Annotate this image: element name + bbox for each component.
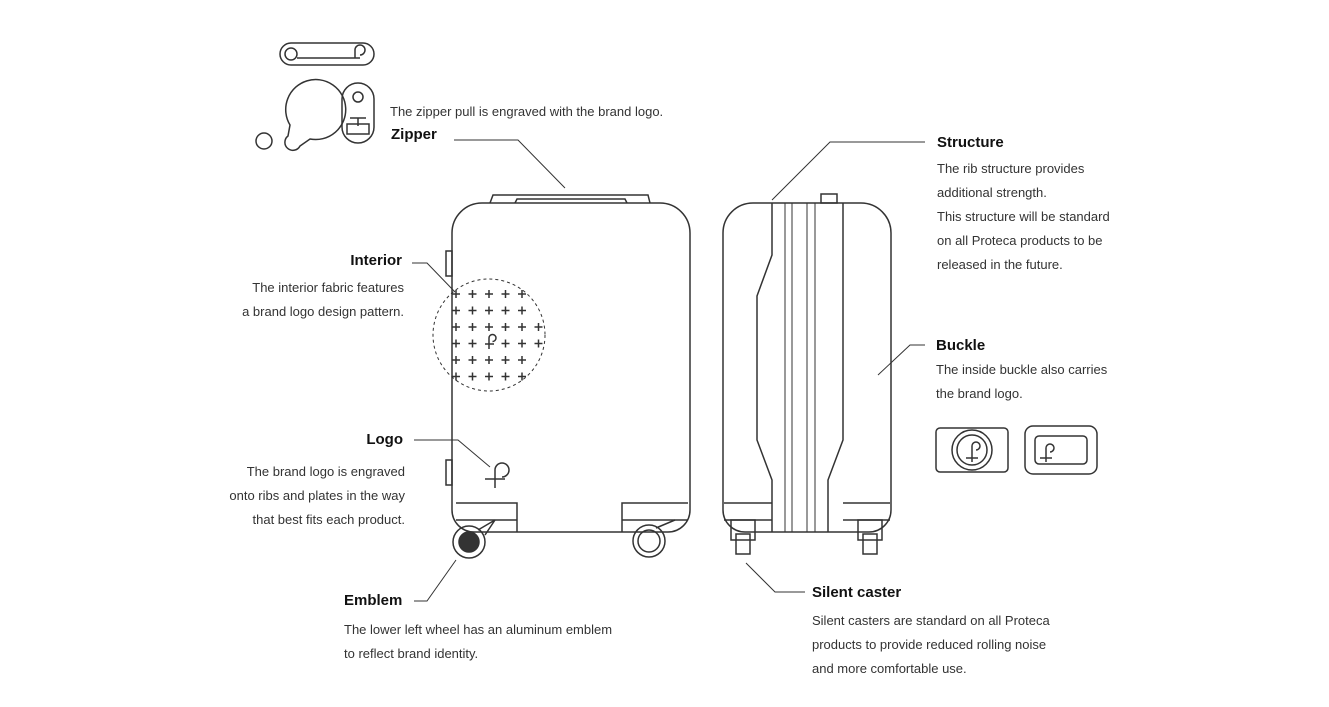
structure-description: The rib structure provides additional str… — [937, 157, 1110, 277]
emblem-title: Emblem — [344, 592, 403, 609]
buckle-title: Buckle — [936, 337, 986, 354]
zipper-pull-icon — [255, 42, 375, 152]
text-line: Silent casters are standard on all Prote… — [812, 613, 1050, 628]
text-line: that best fits each product. — [252, 512, 405, 527]
plus-pattern-mark — [452, 290, 543, 381]
leader-lines — [412, 139, 925, 602]
text-line: The inside buckle also carries — [936, 362, 1108, 377]
interior-description: The interior fabric features a brand logo… — [242, 276, 404, 324]
logo-pattern — [452, 290, 543, 381]
text-line: The brand logo is engraved — [246, 464, 405, 479]
text-line: additional strength. — [937, 185, 1047, 200]
structure-title: Structure — [937, 134, 1004, 151]
zipper-description: The zipper pull is engraved with the bra… — [390, 104, 664, 119]
side-suitcase — [722, 193, 892, 555]
text-line: a brand logo design pattern. — [242, 304, 404, 319]
text-line: This structure will be standard — [937, 209, 1110, 224]
text-line: products to provide reduced rolling nois… — [812, 637, 1047, 652]
text-line: The interior fabric features — [252, 280, 404, 295]
buckle-description: The inside buckle also carries the brand … — [936, 358, 1107, 406]
text-line: on all Proteca products to be — [937, 233, 1103, 248]
silent-caster-description: Silent casters are standard on all Prote… — [812, 609, 1050, 681]
brand-logo-icon — [485, 462, 510, 488]
emblem-description: The lower left wheel has an aluminum emb… — [344, 618, 612, 666]
logo-title: Logo — [366, 431, 403, 448]
text-line: and more comfortable use. — [812, 661, 967, 676]
front-suitcase — [432, 194, 691, 559]
text-line: the brand logo. — [936, 386, 1023, 401]
text-line: The lower left wheel has an aluminum emb… — [344, 622, 613, 637]
text-line: onto ribs and plates in the way — [229, 488, 405, 503]
buckle-icon — [935, 425, 1098, 475]
text-line: released in the future. — [937, 257, 1063, 272]
silent-caster-title: Silent caster — [812, 584, 902, 601]
interior-title: Interior — [350, 252, 402, 269]
text-line: to reflect brand identity. — [344, 646, 479, 661]
logo-description: The brand logo is engraved onto ribs and … — [229, 460, 405, 532]
text-line: The rib structure provides — [937, 161, 1085, 176]
zipper-title: Zipper — [391, 126, 437, 143]
